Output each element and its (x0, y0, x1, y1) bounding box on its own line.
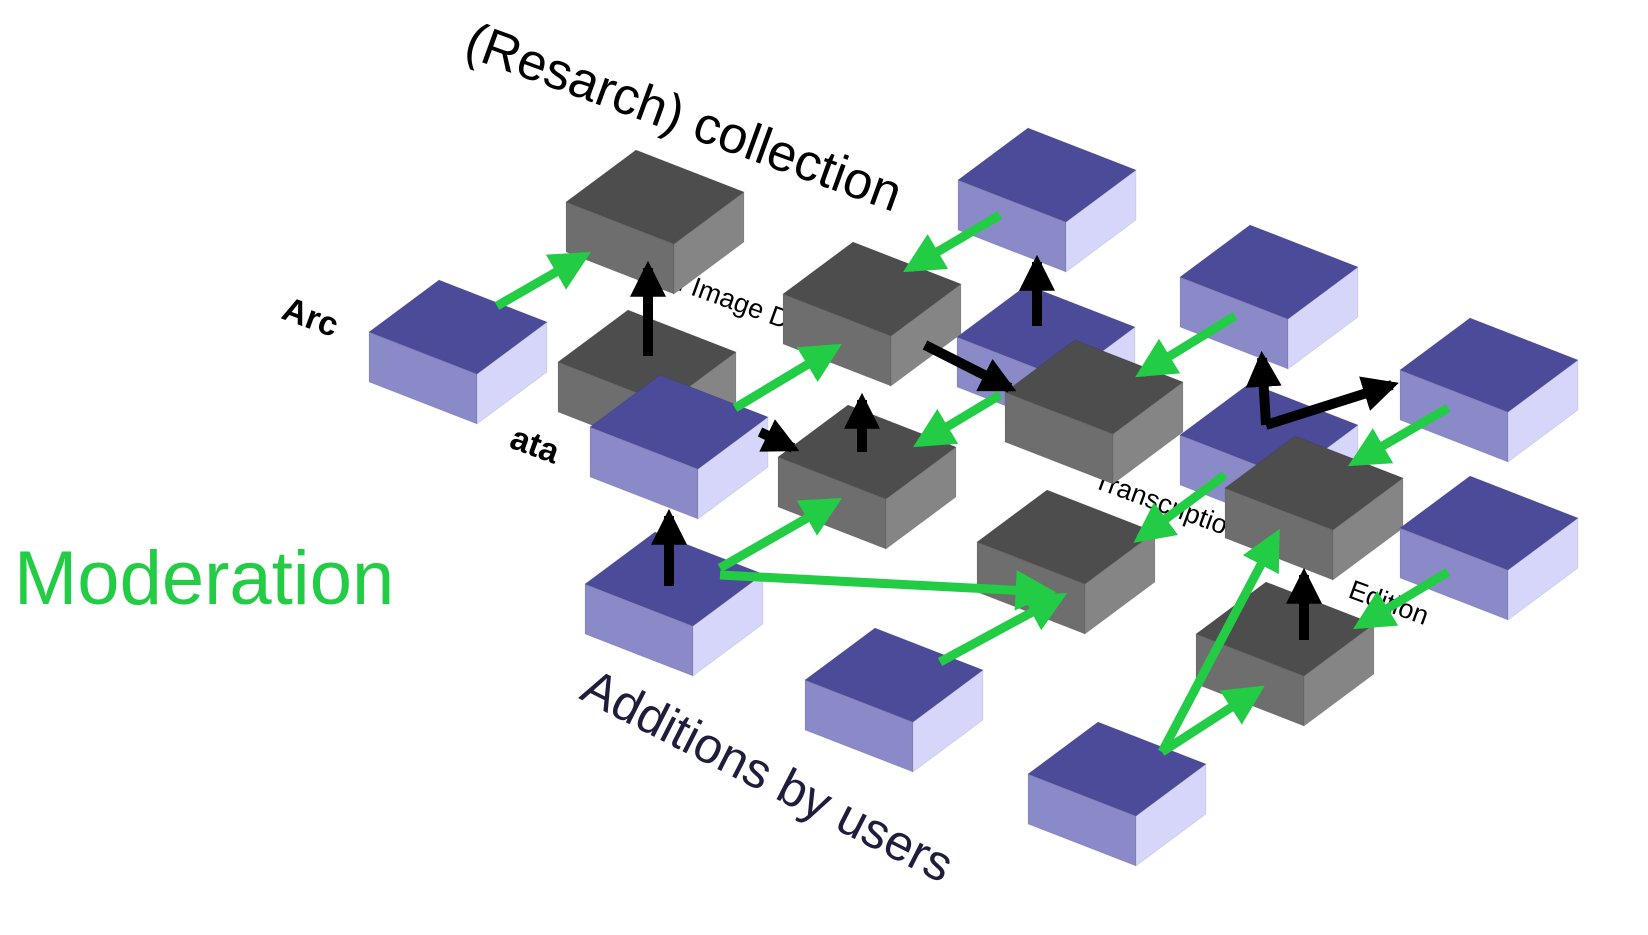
user-block-2-top-face (1178, 224, 1360, 320)
collection-block-right-face (673, 191, 745, 295)
moderation-arrow-7 (1133, 471, 1228, 543)
image-description-block (781, 241, 963, 387)
moderation-arrow-8 (717, 497, 843, 572)
workflow-arrow-to-user-block-5 (1264, 376, 1399, 430)
arrows-layer (494, 211, 1451, 756)
user-block-5-top-face (1398, 317, 1580, 413)
user-block-1 (956, 127, 1138, 273)
moderation-arrow-5 (1135, 312, 1238, 378)
user-block-4 (367, 279, 549, 425)
user-block-7-right-face (697, 416, 769, 520)
transcription-block-upper (1003, 339, 1185, 485)
moderation-arrow-11 (1353, 568, 1451, 630)
transcription-block (975, 489, 1157, 635)
workflow-arrow-archive-to-description (757, 419, 800, 453)
label-archive-data-right: ata (505, 419, 565, 472)
image-description-block-lower-right-face (885, 446, 957, 550)
user-block-7 (588, 374, 770, 520)
label-moderation: Moderation (14, 536, 394, 621)
user-block-2 (1178, 224, 1360, 370)
collection-block (564, 149, 746, 295)
moderation-arrow-12 (1158, 528, 1280, 755)
user-block-4-top-face (367, 279, 549, 375)
user-block-8-top-face (1398, 475, 1580, 571)
moderation-arrow-10 (937, 593, 1068, 666)
image-description-block-right-face (890, 283, 962, 387)
user-block-11 (1026, 721, 1208, 867)
moderation-arrow-3 (732, 343, 842, 412)
moderation-arrow-9 (719, 570, 1057, 611)
user-block-1-top-face (956, 127, 1138, 223)
user-block-4-right-face (476, 321, 548, 425)
edition-block (1194, 581, 1376, 727)
user-block-7-top-face (588, 374, 770, 470)
moderation-arrow-1 (494, 251, 592, 310)
collection-block-top-face (564, 149, 746, 245)
blocks-layer (367, 127, 1580, 867)
label-archive-data-left: Arc (277, 290, 343, 345)
user-block-5 (1398, 317, 1580, 463)
moderation-arrow-4 (913, 391, 1003, 448)
moderation-arrow-2 (903, 211, 1003, 273)
moderation-arrow-6 (1347, 404, 1451, 467)
transcription-block-top-face (975, 489, 1157, 585)
moderation-arrow-13 (1159, 685, 1265, 756)
workflow-arrow-description-to-transcription (922, 340, 1017, 393)
workflow-arrow-to-user-block-2 (1245, 350, 1282, 426)
user-block-8 (1398, 475, 1580, 621)
